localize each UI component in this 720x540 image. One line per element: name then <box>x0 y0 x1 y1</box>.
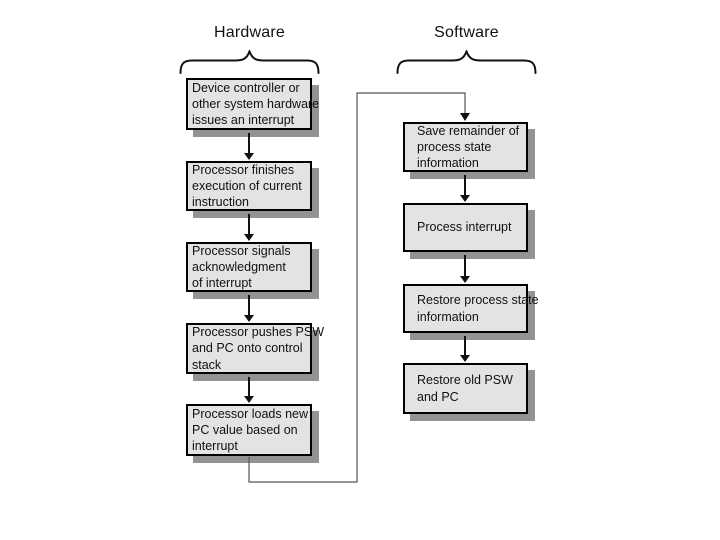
hardware-brace-icon <box>179 50 320 74</box>
hw-step-3-box: Processor signals acknowledgment of inte… <box>186 242 312 292</box>
connector-arrow-head-icon <box>460 113 470 121</box>
down-arrow-icon <box>244 133 254 160</box>
arrow-head-icon <box>244 153 254 160</box>
arrow-line <box>464 255 466 276</box>
hw-step-1-text: Device controller or other system hardwa… <box>192 80 320 128</box>
sw-step-1-box: Save remainder of process state informat… <box>403 122 528 172</box>
sw-step-4-box: Restore old PSW and PC <box>403 363 528 414</box>
arrow-head-icon <box>460 276 470 283</box>
software-column-title: Software <box>434 24 499 41</box>
down-arrow-icon <box>460 175 470 202</box>
sw-step-3-text: Restore process state information <box>417 293 539 324</box>
arrow-head-icon <box>244 234 254 241</box>
sw-step-4-text: Restore old PSW and PC <box>417 373 513 404</box>
hardware-column-title: Hardware <box>214 24 285 41</box>
arrow-head-icon <box>244 396 254 403</box>
arrow-line <box>464 336 466 355</box>
arrow-line <box>248 295 250 315</box>
arrow-line <box>248 377 250 396</box>
software-brace-icon <box>396 50 537 74</box>
arrow-head-icon <box>460 355 470 362</box>
hw-step-1-box: Device controller or other system hardwa… <box>186 78 320 130</box>
sw-step-1-text: Save remainder of process state informat… <box>417 123 520 171</box>
down-arrow-icon <box>244 214 254 241</box>
sw-step-3-box: Restore process state information <box>403 284 539 333</box>
sw-step-2-text: Process interrupt <box>417 220 512 235</box>
down-arrow-icon <box>244 377 254 403</box>
sw-step-2-box: Process interrupt <box>403 203 528 252</box>
arrow-line <box>464 175 466 195</box>
down-arrow-icon <box>460 255 470 283</box>
down-arrow-icon <box>244 295 254 322</box>
hw-step-3-text: Processor signals acknowledgment of inte… <box>192 243 291 291</box>
arrow-head-icon <box>460 195 470 202</box>
hw-step-2-box: Processor finishes execution of current … <box>186 161 312 211</box>
hw-step-5-text: Processor loads new PC value based on in… <box>192 406 309 454</box>
arrow-line <box>248 214 250 234</box>
down-arrow-icon <box>460 336 470 362</box>
arrow-line <box>248 133 250 153</box>
hw-step-4-box: Processor pushes PSW and PC onto control… <box>186 323 324 374</box>
arrow-head-icon <box>244 315 254 322</box>
hw-step-5-box: Processor loads new PC value based on in… <box>186 404 312 456</box>
hw-step-4-text: Processor pushes PSW and PC onto control… <box>192 325 324 372</box>
hw-step-2-text: Processor finishes execution of current … <box>192 162 302 210</box>
